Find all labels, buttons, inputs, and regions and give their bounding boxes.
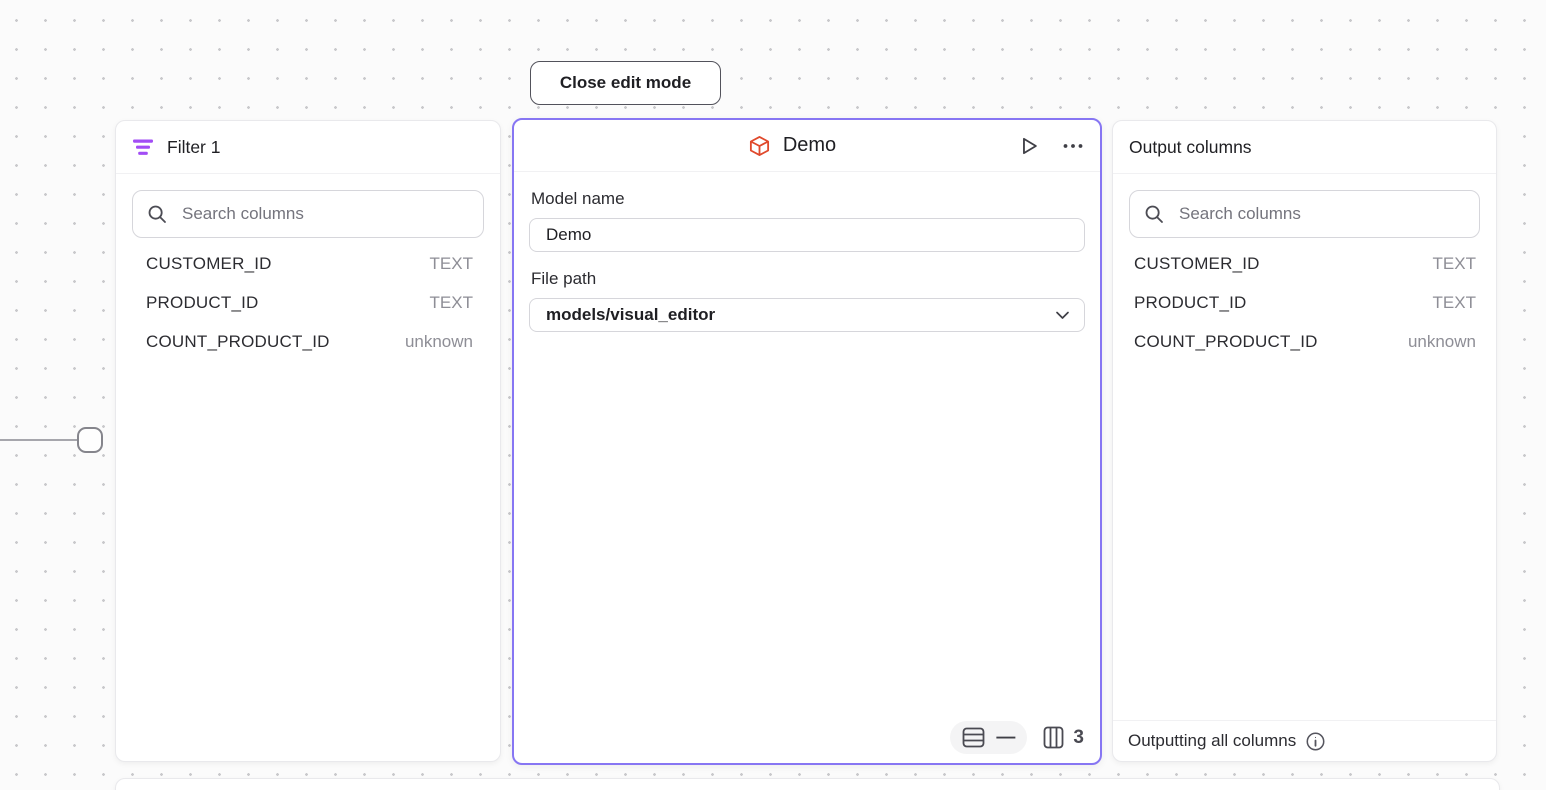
info-icon[interactable] <box>1305 731 1326 752</box>
more-options-button[interactable] <box>1060 140 1086 152</box>
row-count-stat[interactable]: — <box>950 721 1028 754</box>
column-row[interactable]: PRODUCT_ID TEXT <box>1134 283 1476 322</box>
column-name: PRODUCT_ID <box>146 292 259 312</box>
model-panel-title: Demo <box>782 134 837 156</box>
model-stats-footer: — 3 <box>950 721 1084 754</box>
column-row[interactable]: COUNT_PRODUCT_ID unknown <box>1134 322 1476 361</box>
column-name: CUSTOMER_ID <box>146 253 272 273</box>
column-type: unknown <box>1407 331 1476 351</box>
column-name: COUNT_PRODUCT_ID <box>1134 331 1318 351</box>
column-count-stat: 3 <box>1043 726 1084 749</box>
column-count-value: 3 <box>1073 726 1084 748</box>
output-column-list: CUSTOMER_ID TEXT PRODUCT_ID TEXT COUNT_P… <box>1113 244 1496 361</box>
file-path-select[interactable]: models/visual_editor <box>529 298 1085 332</box>
ellipsis-icon <box>1062 142 1084 150</box>
file-path-label: File path <box>531 269 597 288</box>
filter-panel-title: Filter 1 <box>167 136 221 157</box>
bottom-node-panel <box>115 778 1500 790</box>
column-row[interactable]: COUNT_PRODUCT_ID unknown <box>146 322 473 361</box>
close-edit-mode-button[interactable]: Close edit mode <box>530 61 721 105</box>
model-panel-header: Demo <box>514 120 1100 172</box>
filter-node-panel: Filter 1 CUSTOMER_ID TEXT PRODUCT_ID TEX… <box>115 120 501 762</box>
play-icon <box>1018 135 1040 157</box>
row-count-value: — <box>996 727 1016 748</box>
filter-search-input[interactable] <box>180 203 469 225</box>
search-icon <box>1144 204 1164 224</box>
column-row[interactable]: CUSTOMER_ID TEXT <box>146 244 473 283</box>
filter-panel-header: Filter 1 <box>116 121 500 174</box>
connector-edge-handle[interactable] <box>77 427 103 453</box>
connector-edge-line <box>0 439 78 441</box>
output-panel-title: Output columns <box>1129 136 1252 157</box>
column-name: CUSTOMER_ID <box>1134 253 1260 273</box>
output-footer: Outputting all columns <box>1113 720 1496 761</box>
model-panel-body: Model name File path models/visual_edito… <box>514 189 1100 332</box>
filter-column-list: CUSTOMER_ID TEXT PRODUCT_ID TEXT COUNT_P… <box>116 244 500 361</box>
search-icon <box>147 204 167 224</box>
column-type: TEXT <box>1432 292 1476 312</box>
filter-search-box <box>132 190 484 238</box>
column-row[interactable]: CUSTOMER_ID TEXT <box>1134 244 1476 283</box>
output-footer-text: Outputting all columns <box>1128 731 1297 750</box>
column-type: TEXT <box>1432 253 1476 273</box>
output-panel-header: Output columns <box>1113 121 1496 174</box>
chevron-down-icon <box>1055 310 1070 320</box>
column-name: PRODUCT_ID <box>1134 292 1247 312</box>
column-type: TEXT <box>429 292 473 312</box>
file-path-value: models/visual_editor <box>546 305 716 324</box>
run-model-button[interactable] <box>1016 133 1042 159</box>
filter-icon <box>132 137 154 157</box>
column-name: COUNT_PRODUCT_ID <box>146 331 330 351</box>
cube-icon <box>748 134 771 158</box>
model-name-label: Model name <box>531 189 625 208</box>
output-search-input[interactable] <box>1177 203 1465 225</box>
output-search-box <box>1129 190 1480 238</box>
model-name-input[interactable] <box>529 218 1085 252</box>
output-columns-panel: Output columns CUSTOMER_ID TEXT PRODUCT_… <box>1112 120 1497 762</box>
column-row[interactable]: PRODUCT_ID TEXT <box>146 283 473 322</box>
column-type: TEXT <box>429 253 473 273</box>
rows-icon <box>962 727 985 748</box>
columns-icon <box>1043 726 1064 749</box>
column-type: unknown <box>404 331 473 351</box>
model-node-panel: Demo <box>512 118 1102 765</box>
